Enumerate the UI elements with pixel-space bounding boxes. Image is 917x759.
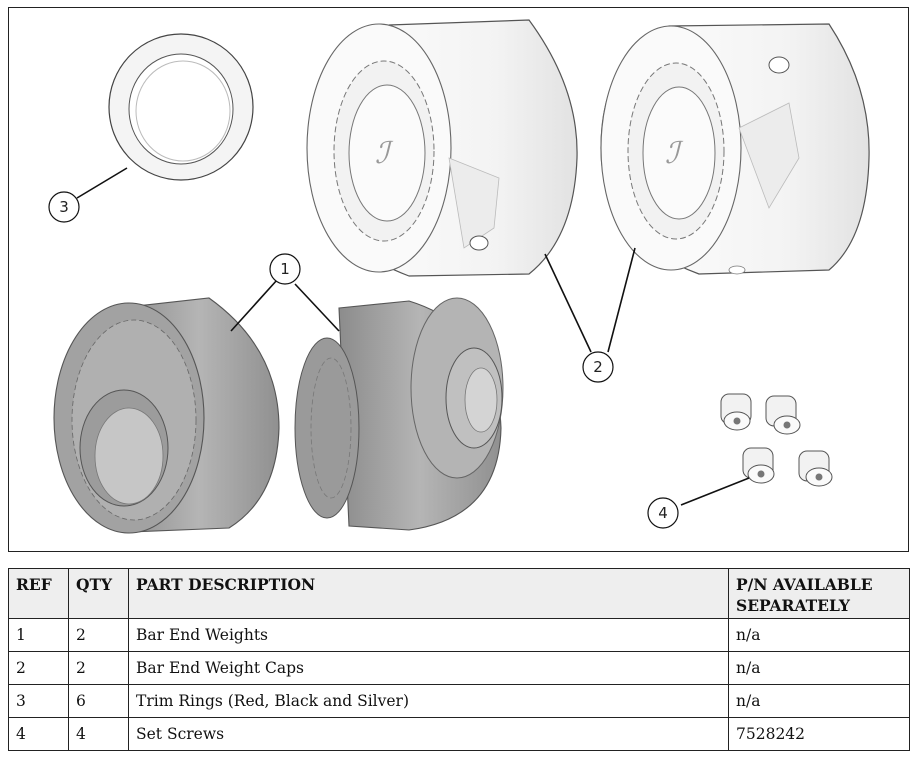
table-row: 4 4 Set Screws 7528242 bbox=[8, 717, 910, 751]
cell-ref: 2 bbox=[8, 651, 69, 685]
cell-qty: 2 bbox=[68, 651, 129, 685]
cell-qty: 6 bbox=[68, 684, 129, 718]
trim-ring bbox=[108, 33, 254, 181]
leader-line-3 bbox=[76, 167, 128, 199]
callout-4-label: 4 bbox=[658, 504, 668, 522]
table-row: 1 2 Bar End Weights n/a bbox=[8, 618, 910, 652]
table-header-row: REF QTY PART DESCRIPTION P/N AVAILABLE S… bbox=[8, 568, 910, 619]
header-qty: QTY bbox=[68, 568, 129, 619]
bar-end-weight-right bbox=[294, 297, 504, 531]
parts-table: REF QTY PART DESCRIPTION P/N AVAILABLE S… bbox=[8, 568, 910, 751]
header-ref: REF bbox=[8, 568, 69, 619]
diagram-svg: ℐ ℐ bbox=[48, 19, 870, 534]
cell-description: Set Screws bbox=[128, 717, 729, 751]
leader-line-2a bbox=[544, 253, 592, 353]
cell-ref: 1 bbox=[8, 618, 69, 652]
callout-1-label: 1 bbox=[280, 260, 290, 278]
callout-4: 4 bbox=[647, 497, 679, 529]
table-row: 3 6 Trim Rings (Red, Black and Silver) n… bbox=[8, 684, 910, 718]
weight-cap-right: ℐ bbox=[600, 23, 870, 275]
cell-qty: 4 bbox=[68, 717, 129, 751]
set-screw bbox=[720, 393, 752, 431]
set-screw bbox=[765, 395, 801, 435]
header-pn-available: P/N AVAILABLE SEPARATELY bbox=[728, 568, 910, 619]
cell-ref: 3 bbox=[8, 684, 69, 718]
bar-end-weight-left bbox=[53, 297, 280, 534]
cell-part-number: n/a bbox=[728, 618, 910, 652]
cell-qty: 2 bbox=[68, 618, 129, 652]
table-row: 2 2 Bar End Weight Caps n/a bbox=[8, 651, 910, 685]
callout-3: 3 bbox=[48, 191, 80, 223]
cell-description: Trim Rings (Red, Black and Silver) bbox=[128, 684, 729, 718]
cell-description: Bar End Weight Caps bbox=[128, 651, 729, 685]
cell-ref: 4 bbox=[8, 717, 69, 751]
set-screw bbox=[742, 447, 775, 484]
callout-2: 2 bbox=[582, 351, 614, 383]
cell-description: Bar End Weights bbox=[128, 618, 729, 652]
leader-lines bbox=[76, 167, 750, 506]
leader-line-2b bbox=[607, 247, 636, 353]
cell-part-number: 7528242 bbox=[728, 717, 910, 751]
set-screws bbox=[720, 393, 833, 487]
exploded-parts-diagram: ℐ ℐ bbox=[8, 7, 909, 552]
leader-line-1a bbox=[230, 279, 278, 332]
cell-part-number: n/a bbox=[728, 684, 910, 718]
weight-cap-left: ℐ bbox=[306, 19, 578, 277]
callout-1: 1 bbox=[269, 253, 301, 285]
leader-line-4 bbox=[680, 477, 750, 506]
set-screw bbox=[798, 450, 833, 487]
cell-part-number: n/a bbox=[728, 651, 910, 685]
callout-2-label: 2 bbox=[593, 358, 603, 376]
header-part-description: PART DESCRIPTION bbox=[128, 568, 729, 619]
leader-line-1b bbox=[294, 283, 340, 332]
callout-3-label: 3 bbox=[59, 198, 69, 216]
